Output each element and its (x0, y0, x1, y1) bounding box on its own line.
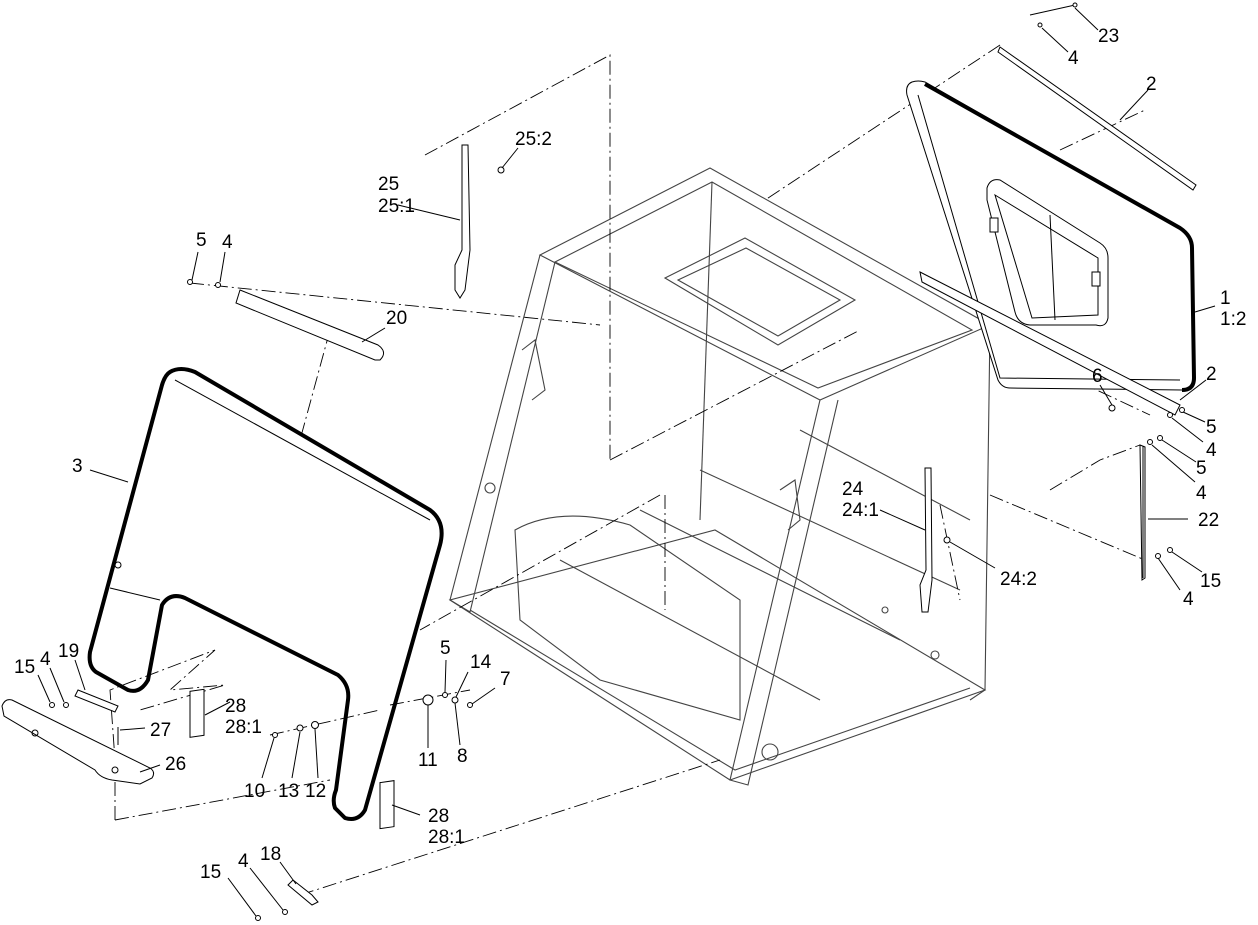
callout-10: 10 (244, 781, 265, 802)
leader-lines (37, 7, 1216, 917)
callout-2: 2 (1146, 74, 1157, 95)
rear-window-assembly (906, 80, 1196, 392)
callout-12: 12 (305, 781, 326, 802)
callout-28: 28 (428, 806, 449, 827)
bracket-24 (919, 467, 933, 613)
callout-25: 25 (378, 174, 399, 195)
callout-4: 4 (1183, 589, 1194, 610)
callout-22: 22 (1198, 510, 1219, 531)
callout-18: 18 (260, 844, 281, 865)
callout-28-1: 28:1 (225, 717, 262, 738)
callout-24-1: 24:1 (842, 500, 879, 521)
callout-1: 1 (1220, 288, 1231, 309)
callout-15: 15 (200, 862, 221, 883)
callout-15: 15 (14, 657, 35, 678)
decal-28-a (189, 688, 205, 738)
callout-19: 19 (58, 641, 79, 662)
callout-28-1: 28:1 (428, 827, 465, 848)
callout-4: 4 (40, 649, 51, 670)
windshield-3 (87, 367, 444, 821)
seal-strips (235, 4, 1197, 416)
bracket-19 (74, 689, 119, 713)
callout-6: 6 (1092, 366, 1103, 387)
callout-8: 8 (457, 746, 468, 767)
callout-5: 5 (1196, 458, 1207, 479)
callout-2: 2 (1206, 364, 1217, 385)
callout-4: 4 (238, 851, 249, 872)
callout-26: 26 (165, 754, 186, 775)
callout-25-2: 25:2 (515, 129, 552, 150)
callout-5: 5 (196, 230, 207, 251)
decal-28-b (379, 780, 395, 830)
cab-frame (448, 167, 992, 786)
callout-4: 4 (1206, 440, 1217, 461)
bracket-25 (454, 144, 471, 299)
callout-15: 15 (1200, 571, 1221, 592)
assembly-lines (109, 44, 1151, 896)
callout-13: 13 (278, 781, 299, 802)
callout-4: 4 (1068, 48, 1079, 69)
callout-5: 5 (1206, 417, 1217, 438)
callout-24-2: 24:2 (1000, 569, 1037, 590)
callout-14: 14 (470, 652, 492, 673)
callout-25-1: 25:1 (378, 196, 415, 217)
callout-4: 4 (222, 232, 233, 253)
callout-24: 24 (842, 479, 864, 500)
callout-4: 4 (1196, 483, 1207, 504)
callout-28: 28 (225, 696, 246, 717)
callout-7: 7 (500, 669, 511, 690)
callout-5: 5 (440, 638, 451, 659)
callout-27: 27 (150, 720, 171, 741)
callout-23: 23 (1098, 26, 1119, 47)
handle-26 (1, 699, 155, 785)
callout-labels: 23 4 2 25:2 25 25:1 5 4 20 1 1:2 2 6 5 4… (14, 26, 1246, 883)
fasteners (49, 2, 1185, 921)
callout-1-2: 1:2 (1220, 309, 1246, 330)
callout-3: 3 (72, 456, 83, 477)
callout-20: 20 (386, 308, 407, 329)
bracket-18 (287, 879, 319, 906)
callout-11: 11 (418, 750, 438, 771)
